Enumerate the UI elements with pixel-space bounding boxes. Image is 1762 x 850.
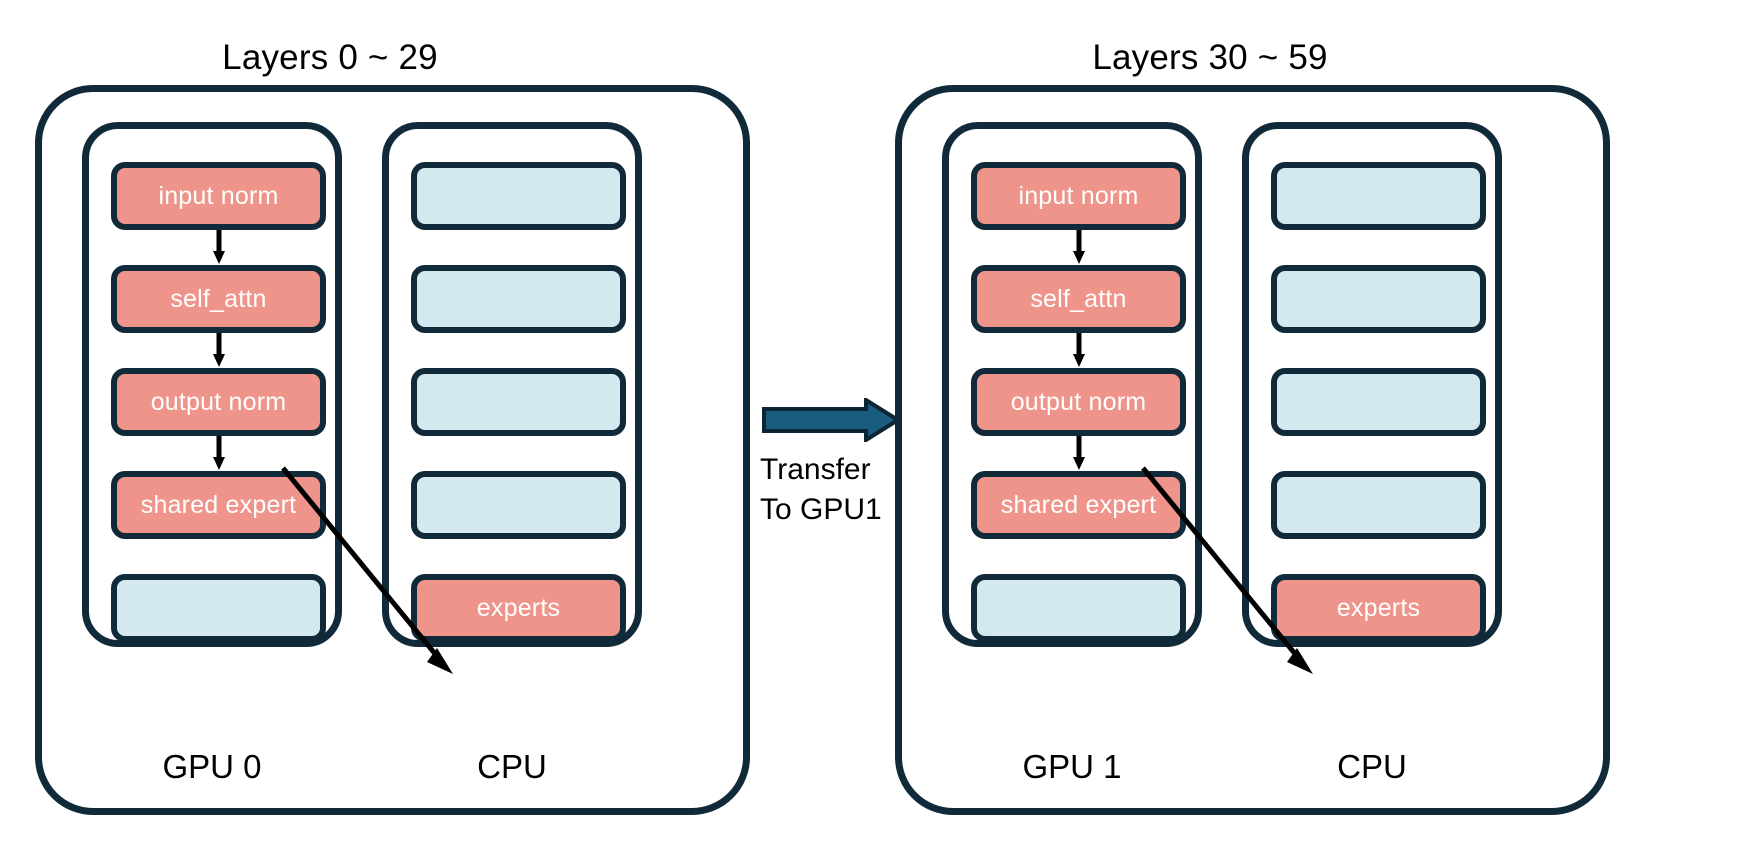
block-cpu-idle[interactable]	[411, 265, 626, 333]
panel-title-left: Layers 0 ~ 29	[222, 38, 438, 77]
cpu-label-right: CPU	[1337, 748, 1407, 785]
block-output-norm[interactable]: output norm	[111, 368, 326, 436]
gpu-column-right: input norm self_attn output norm shared …	[942, 122, 1202, 647]
block-shared-expert[interactable]: shared expert	[111, 471, 326, 539]
gpu-label-left: GPU 0	[162, 748, 262, 785]
block-cpu-idle[interactable]	[1271, 162, 1486, 230]
block-cpu-idle[interactable]	[411, 471, 626, 539]
block-cpu-idle[interactable]	[411, 162, 626, 230]
transfer-label: Transfer To GPU1	[760, 453, 882, 526]
block-experts[interactable]: experts	[1271, 574, 1486, 642]
block-gpu-idle[interactable]	[111, 574, 326, 642]
block-cpu-idle[interactable]	[411, 368, 626, 436]
flow-arrow-icon	[213, 230, 225, 264]
cpu-column-right: experts	[1242, 122, 1502, 647]
flow-arrow-icon	[213, 333, 225, 367]
panel-title-right: Layers 30 ~ 59	[1092, 38, 1328, 77]
cpu-label-left: CPU	[477, 748, 547, 785]
flow-arrow-icon	[213, 436, 225, 470]
block-input-norm[interactable]: input norm	[971, 162, 1186, 230]
gpu-column-left: input norm self_attn output norm shared …	[82, 122, 342, 647]
block-input-norm[interactable]: input norm	[111, 162, 326, 230]
block-cpu-idle[interactable]	[1271, 265, 1486, 333]
device-group-left: input norm self_attn output norm shared …	[35, 85, 750, 815]
transfer-arrow-icon	[762, 398, 900, 442]
block-gpu-idle[interactable]	[971, 574, 1186, 642]
block-experts[interactable]: experts	[411, 574, 626, 642]
block-cpu-idle[interactable]	[1271, 471, 1486, 539]
flow-arrow-icon	[1073, 230, 1085, 264]
gpu-label-right: GPU 1	[1022, 748, 1122, 785]
block-output-norm[interactable]: output norm	[971, 368, 1186, 436]
flow-arrow-icon	[1073, 436, 1085, 470]
block-cpu-idle[interactable]	[1271, 368, 1486, 436]
block-self-attn[interactable]: self_attn	[971, 265, 1186, 333]
cpu-column-left: experts	[382, 122, 642, 647]
flow-arrow-icon	[1073, 333, 1085, 367]
block-shared-expert[interactable]: shared expert	[971, 471, 1186, 539]
device-group-right: input norm self_attn output norm shared …	[895, 85, 1610, 815]
block-self-attn[interactable]: self_attn	[111, 265, 326, 333]
